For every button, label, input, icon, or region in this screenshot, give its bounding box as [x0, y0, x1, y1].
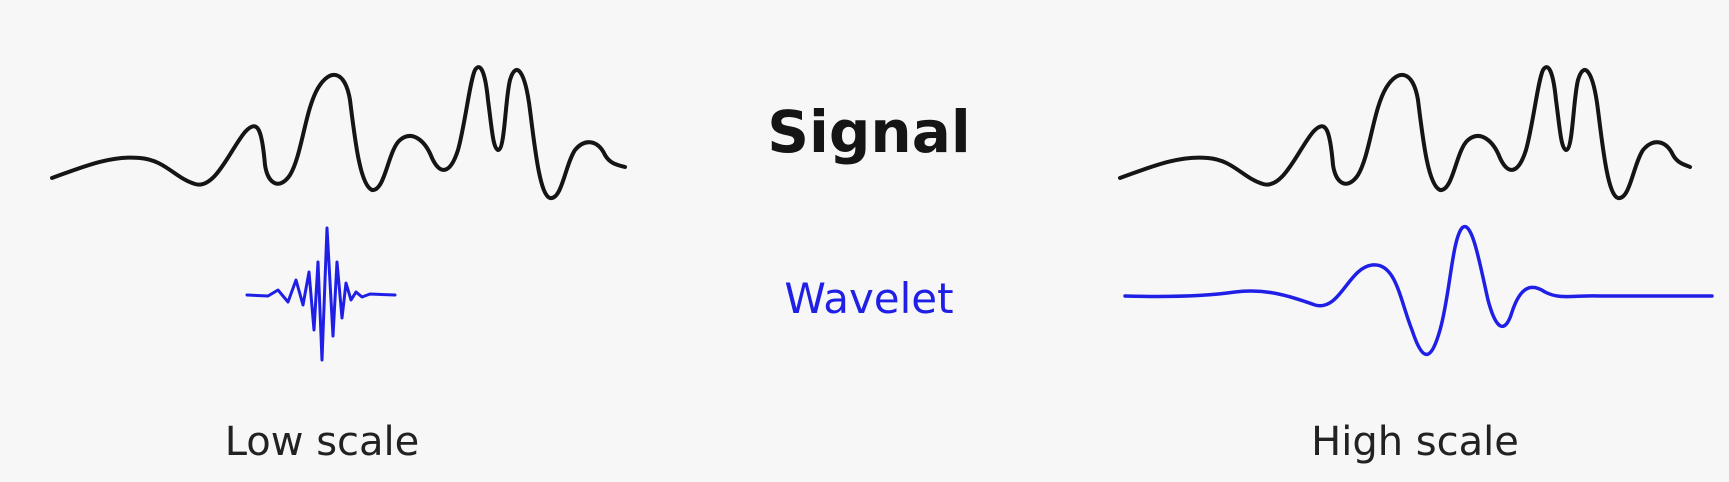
wavelet-low-scale — [245, 226, 397, 362]
signal-waveform-right — [1118, 65, 1692, 200]
high-scale-caption: High scale — [1311, 419, 1519, 465]
signal-label: Signal — [767, 98, 970, 166]
wavelet-high-scale — [1123, 224, 1714, 357]
wavelet-label: Wavelet — [784, 274, 953, 323]
low-scale-caption: Low scale — [225, 419, 420, 465]
signal-waveform-left — [50, 65, 627, 200]
